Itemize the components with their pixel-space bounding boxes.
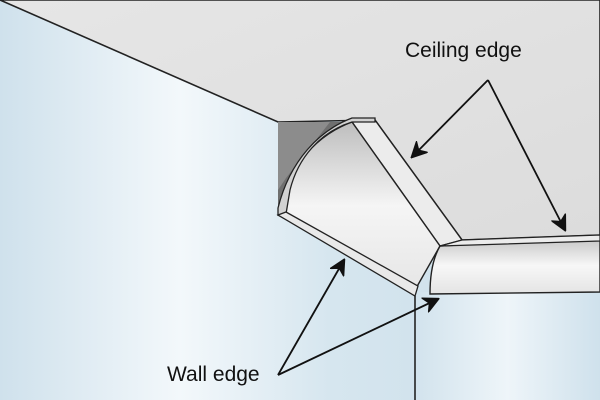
cornice-wall-strip bbox=[276, 211, 419, 297]
cornice-cove-right bbox=[429, 236, 600, 295]
wall-edge-label: Wall edge bbox=[167, 363, 260, 386]
arrow-ceiling-edge-right bbox=[487, 79, 565, 230]
ceiling-edge-label: Ceiling edge bbox=[405, 39, 522, 62]
arrow-wall-edge-right bbox=[277, 299, 438, 376]
arrow-ceiling-edge-left bbox=[412, 79, 489, 157]
right-wall bbox=[415, 292, 600, 400]
cornice-profile-end bbox=[277, 117, 376, 216]
arrow-wall-edge-left bbox=[277, 260, 344, 376]
